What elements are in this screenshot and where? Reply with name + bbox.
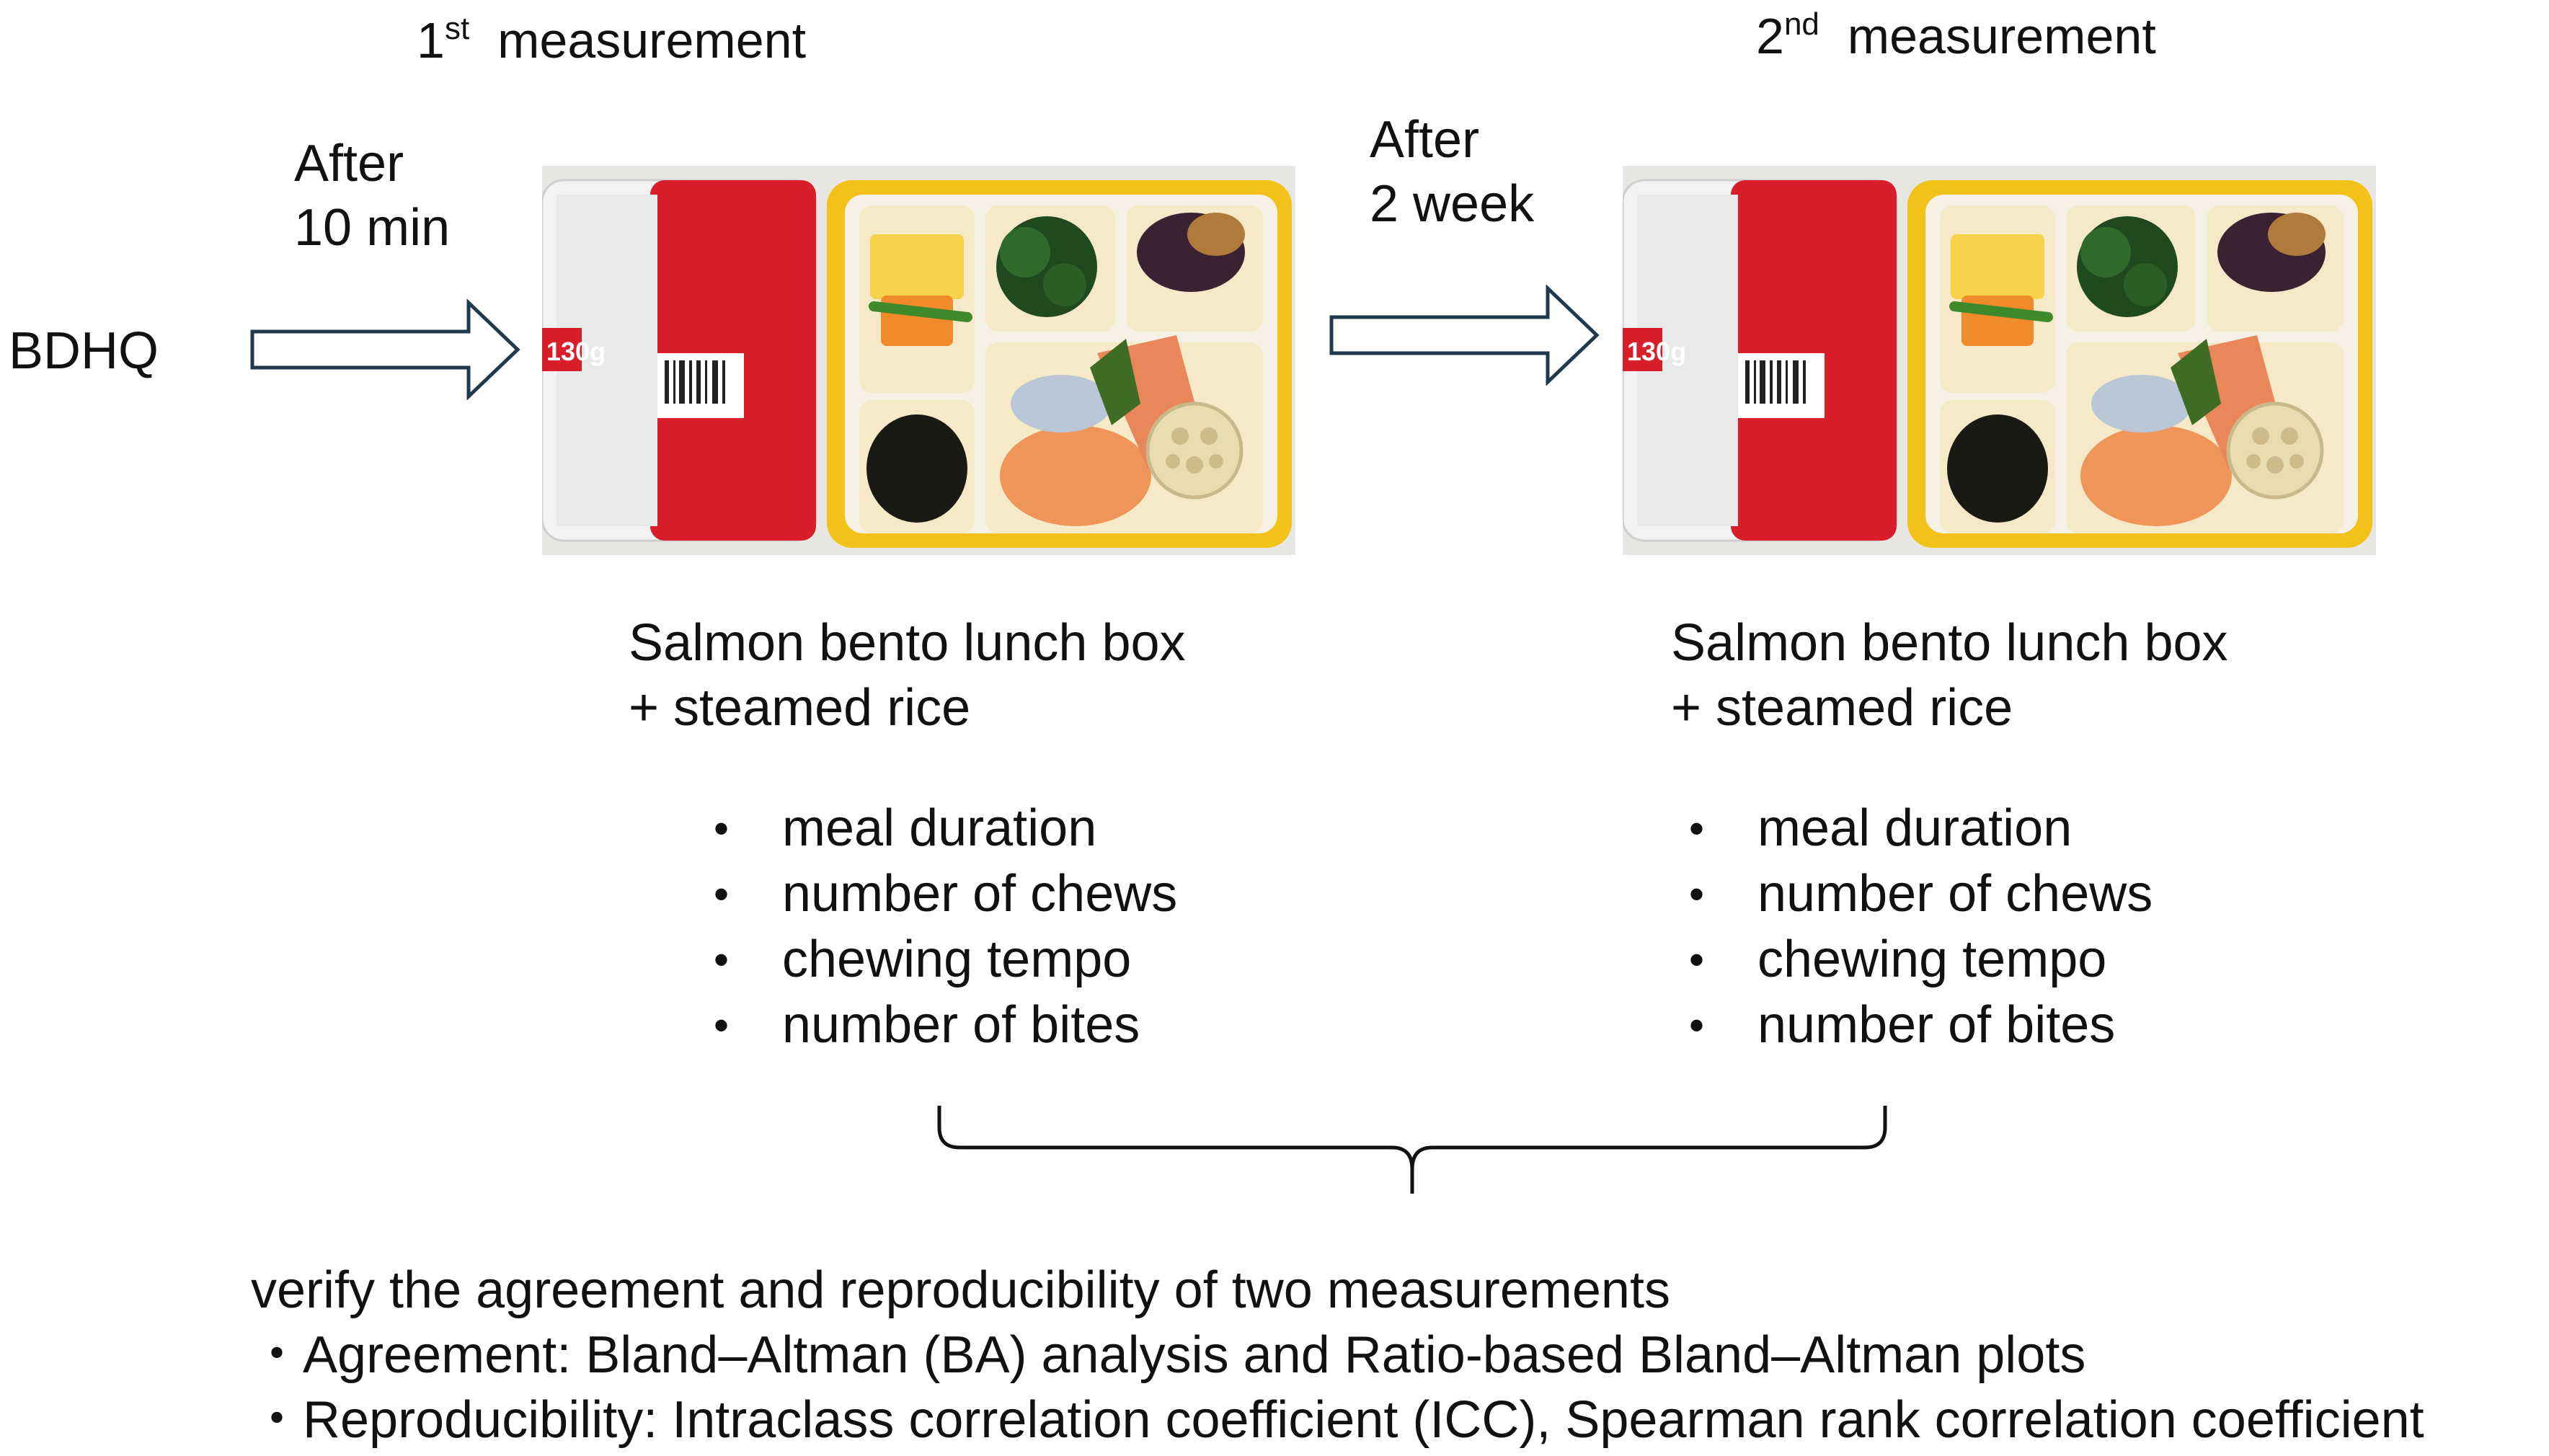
- metric-item: meal duration: [1689, 796, 2153, 861]
- grouping-brace: [937, 1106, 1887, 1194]
- bento-photo-2: 130g: [1623, 166, 2376, 555]
- arrow-1: [250, 299, 520, 400]
- metric-item: chewing tempo: [1689, 927, 2153, 993]
- interval-2-line2: 2 week: [1370, 175, 1535, 233]
- interval-1-line1: After: [294, 135, 404, 192]
- interval-2-line1: After: [1370, 111, 1480, 169]
- summary-item-reproducibility: ・Reproducibility: Intraclass correlation…: [251, 1391, 2424, 1449]
- measurement-2-ordinal: nd: [1783, 6, 1819, 42]
- metric-item: number of chews: [714, 861, 1177, 927]
- rice-weight-label-1: 130g: [546, 337, 606, 366]
- metric-item: number of bites: [714, 993, 1177, 1058]
- measurement-1-number: 1: [417, 12, 445, 68]
- measurement-2-label: measurement: [1847, 8, 2156, 64]
- measurement-1-header: 1st measurement: [417, 11, 807, 68]
- rice-weight-label-2: 130g: [1627, 337, 1686, 366]
- bdhq-label: BDHQ: [9, 322, 159, 380]
- measurement-1-label: measurement: [497, 12, 807, 68]
- meal-caption-1-line1: Salmon bento lunch box: [629, 614, 1186, 672]
- measurement-1-ordinal: st: [444, 11, 470, 46]
- bento-photo-1: 130g: [542, 166, 1295, 555]
- summary-item-agreement: ・Agreement: Bland–Altman (BA) analysis a…: [251, 1326, 2086, 1384]
- metric-item: chewing tempo: [714, 927, 1177, 993]
- measurement-2-number: 2: [1756, 8, 1784, 64]
- interval-1-line2: 10 min: [294, 199, 451, 257]
- metric-item: meal duration: [714, 796, 1177, 861]
- summary-block: verify the agreement and reproducibility…: [251, 1258, 2424, 1452]
- meal-caption-2-line1: Salmon bento lunch box: [1671, 614, 2228, 672]
- metric-item: number of chews: [1689, 861, 2153, 927]
- summary-heading: verify the agreement and reproducibility…: [251, 1261, 1670, 1319]
- meal-caption-2-line2: + steamed rice: [1671, 679, 2013, 737]
- metrics-list-2: meal duration number of chews chewing te…: [1689, 796, 2153, 1058]
- arrow-2: [1329, 285, 1600, 386]
- metric-item: number of bites: [1689, 993, 2153, 1058]
- measurement-2-header: 2nd measurement: [1756, 6, 2156, 64]
- metrics-list-1: meal duration number of chews chewing te…: [714, 796, 1177, 1058]
- meal-caption-1-line2: + steamed rice: [629, 679, 971, 737]
